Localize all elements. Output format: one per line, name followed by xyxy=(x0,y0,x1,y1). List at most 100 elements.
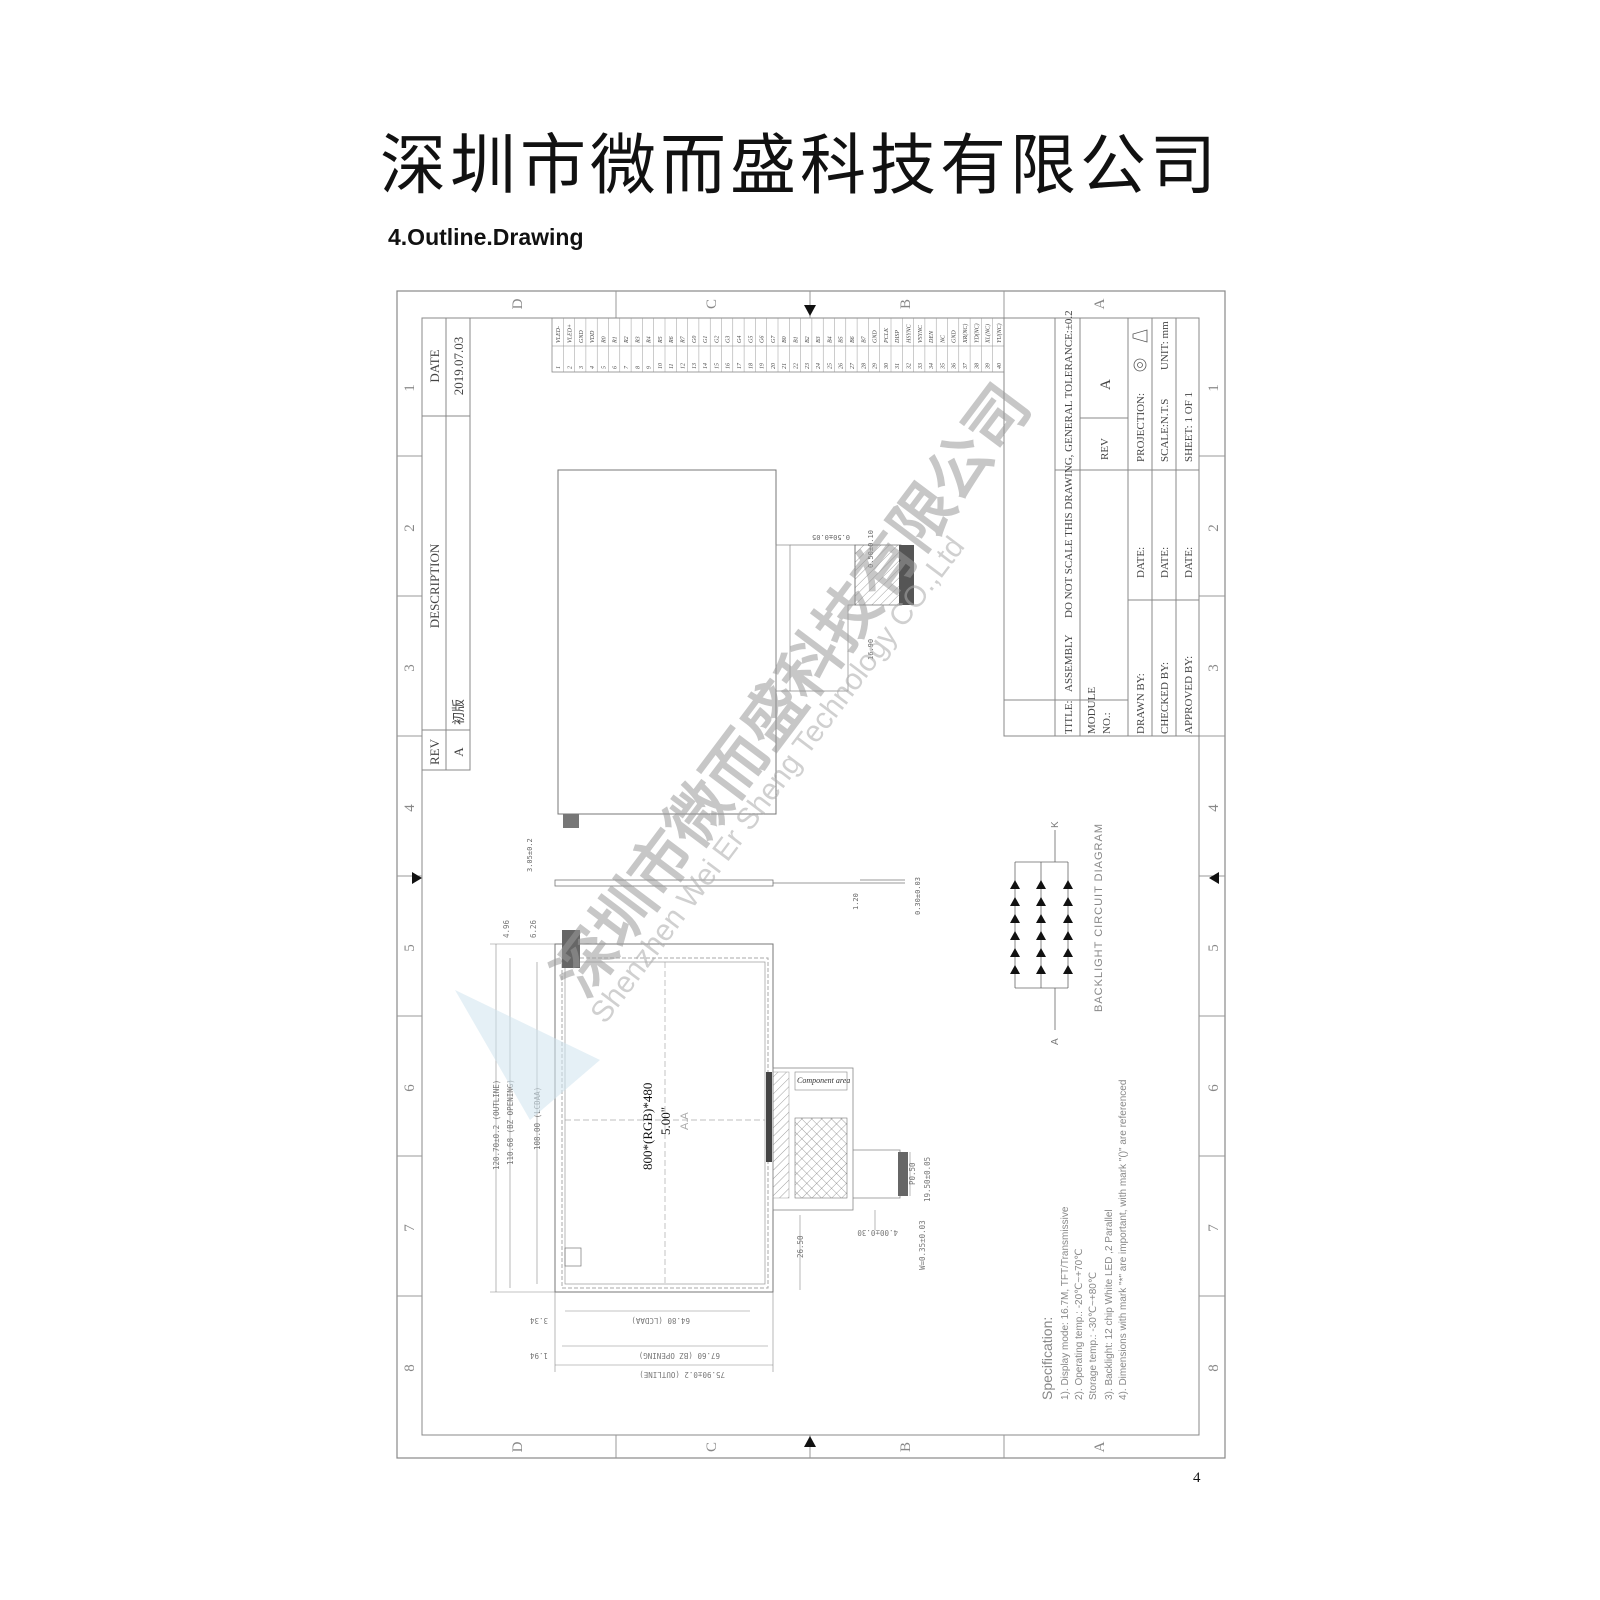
pin-name: VLED+ xyxy=(567,324,573,343)
pin-number: 36 xyxy=(952,363,958,370)
pin-name: YU(NC) xyxy=(996,323,1003,343)
spec-item: 2). Operating temp.: -20℃~+70℃ xyxy=(1074,1249,1085,1400)
zone-number-left: 1 xyxy=(402,384,418,392)
pin-number: 3 xyxy=(579,366,585,370)
pin-number: 25 xyxy=(827,363,833,369)
dim-tail: 4.00±0.30 xyxy=(857,1228,898,1237)
dim-thick2: 1.20 xyxy=(852,893,860,910)
led-diode-icon xyxy=(1063,948,1073,957)
zone-letter-top: C xyxy=(704,299,720,309)
dim-fpc: 26.50 xyxy=(796,1235,805,1258)
pin-number: 20 xyxy=(771,363,777,369)
watermark-cn: 深圳市微而盛科技有限公司 xyxy=(539,371,1045,1009)
zone-letter-top: D xyxy=(510,298,526,309)
dim-conn3: 16.90 xyxy=(867,639,875,660)
zone-number-left: 3 xyxy=(402,664,418,672)
zone-letter-bottom: C xyxy=(704,1442,720,1452)
pin-number: 32 xyxy=(906,363,912,370)
pin-name: R6 xyxy=(669,336,675,344)
zone-number-right: 8 xyxy=(1206,1364,1222,1372)
pin-number: 1 xyxy=(556,366,562,369)
pin-name: HSYNC xyxy=(906,323,912,344)
pin-name: R2 xyxy=(624,336,630,344)
dim-fpc-w: 19.50±0.05 xyxy=(923,1157,932,1202)
pin-name: R3 xyxy=(635,336,641,344)
dim-side2: 1.94 xyxy=(529,1351,548,1360)
pin-number: 30 xyxy=(884,363,890,370)
pin-number: 40 xyxy=(996,363,1003,369)
pin-number: 35 xyxy=(940,363,946,370)
dim-conn1: 0.50±0.05 xyxy=(812,533,850,541)
description-value: 初版 xyxy=(451,699,466,725)
no-label: NO.: xyxy=(1101,712,1113,734)
center-arrow-top xyxy=(804,305,816,316)
pin-name: B6 xyxy=(850,336,856,343)
pin-name: PCLK xyxy=(884,327,890,344)
dim-pin-w: W=0.35±0.03 xyxy=(918,1220,927,1270)
aa-label: A.A xyxy=(679,1112,691,1130)
led-diode-icon xyxy=(1036,948,1046,957)
pin-number: 23 xyxy=(805,363,811,369)
pin-number: 29 xyxy=(873,363,879,369)
pin-number: 11 xyxy=(669,363,675,369)
dim-outline-w: 75.90±0.2 (OUTLINE) xyxy=(639,1370,725,1379)
spec-title: Specification: xyxy=(1039,1317,1055,1400)
zone-letter-bottom: D xyxy=(510,1441,526,1452)
dim-side1: 3.34 xyxy=(529,1316,548,1325)
zone-number-left: 7 xyxy=(402,1224,418,1232)
pin-number: 12 xyxy=(680,363,686,369)
title-value: ASSEMBLY xyxy=(1063,634,1075,692)
center-arrow-left xyxy=(412,872,422,884)
pin-name: R7 xyxy=(680,335,686,344)
date-value: 2019.07.03 xyxy=(451,337,466,396)
zone-number-left: 6 xyxy=(402,1084,418,1092)
pin-name: DEN xyxy=(929,330,935,344)
led-diode-icon xyxy=(1063,880,1073,889)
zone-letter-bottom: B xyxy=(898,1442,914,1452)
pin-name: G7 xyxy=(771,335,777,343)
pin-name: R1 xyxy=(613,336,619,344)
watermark-logo-icon xyxy=(455,990,600,1120)
pin-number: 28 xyxy=(861,363,867,369)
led-diode-icon xyxy=(1063,897,1073,906)
pin-name: G6 xyxy=(760,336,766,343)
unit-label: UNIT: mm xyxy=(1159,321,1171,370)
zone-number-left: 5 xyxy=(402,944,418,952)
pin-number: 19 xyxy=(760,363,766,369)
pin-number: 13 xyxy=(692,363,698,369)
pin-number: 27 xyxy=(850,362,856,369)
rev-label: REV xyxy=(1099,438,1111,460)
pin-name: GND xyxy=(579,330,585,343)
center-arrow-bottom xyxy=(804,1436,816,1447)
pin-number: 38 xyxy=(974,363,980,370)
dim-bz-h: 110.68 (BZ OPENING) xyxy=(506,1079,515,1165)
pin-name: B1 xyxy=(793,336,799,343)
outer-frame xyxy=(396,290,1226,1459)
dim-pitch: P0.50 xyxy=(908,1162,917,1185)
dim-thick3: 0.30±0.03 xyxy=(914,877,922,915)
led-diode-icon xyxy=(1036,897,1046,906)
pin-number: 5 xyxy=(601,366,607,369)
projection-symbol-icon xyxy=(1132,329,1148,372)
pin-name: R0 xyxy=(601,336,607,344)
zone-number-right: 4 xyxy=(1206,804,1222,812)
watermark-en: Shenzhen Wei Er Sheng Technology CO.,Ltd xyxy=(584,531,971,1029)
zone-letter-bottom: A xyxy=(1092,1441,1108,1452)
zone-letter-top: A xyxy=(1092,298,1108,309)
date-header: DATE xyxy=(427,349,442,382)
pin-number: 10 xyxy=(658,363,664,369)
spec-item: 3). Backlight: 12 chip White LED ,2 Para… xyxy=(1104,1209,1115,1400)
lcd-top-view: 0.50±0.10 0.50±0.05 16.90 xyxy=(557,469,914,828)
zone-number-left: 8 xyxy=(402,1364,418,1372)
spec-item: 1). Display mode: 16.7M, TFT/Transmissiv… xyxy=(1060,1206,1071,1400)
led-diode-icon xyxy=(1036,914,1046,923)
pin-name: DISP xyxy=(895,330,901,344)
checked-by: CHECKED BY: xyxy=(1159,662,1171,734)
dim-lcd-h: 108.00 (LCDAA) xyxy=(533,1087,542,1150)
company-title: 深圳市微而盛科技有限公司 xyxy=(380,127,1220,204)
dim-bz-w: 67.60 (BZ OPENING) xyxy=(639,1351,720,1360)
pin-table: 1VLED-2VLED+3GND4VDD5R06R17R28R39R410R51… xyxy=(551,317,1005,373)
pin-name: B2 xyxy=(805,336,811,343)
zone-number-right: 3 xyxy=(1206,664,1222,672)
